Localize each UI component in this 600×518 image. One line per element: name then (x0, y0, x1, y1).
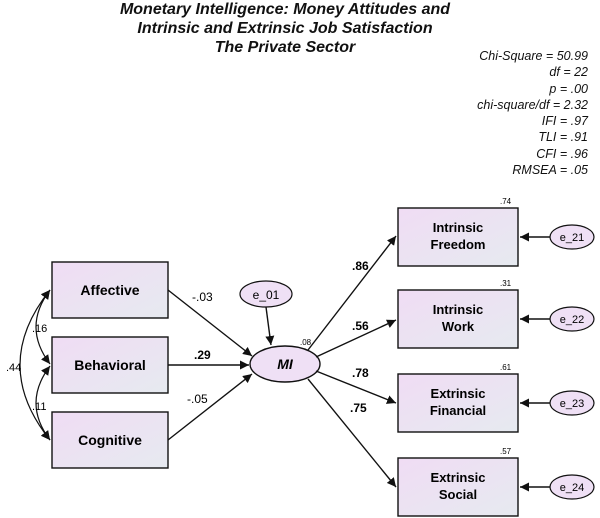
e22-label: e_22 (560, 314, 584, 326)
extrinsic-social-box (397, 457, 519, 517)
diagram-title-line-2: Intrinsic and Extrinsic Job Satisfaction (137, 20, 433, 37)
fit-stat-tli: TLI = .91 (538, 130, 588, 145)
e24-label: e_24 (560, 482, 584, 494)
fit-stat-chi-square: Chi-Square = 50.99 (479, 49, 588, 63)
path-affective-mi (167, 289, 253, 357)
intrinsic-work-label-2: Work (442, 319, 475, 334)
path-label-mi-extrinsic-financial: .78 (352, 366, 369, 380)
correlation-label-affective-cognitive: .44 (6, 362, 21, 374)
correlation-label-affective-behavioral: .16 (32, 323, 47, 335)
path-mi-intrinsic-freedom (307, 235, 397, 351)
path-label-mi-intrinsic-freedom: .86 (352, 259, 369, 273)
path-mi-extrinsic-social (307, 378, 397, 488)
intrinsic-work-r-squared: .31 (500, 279, 512, 288)
e21-label: e_21 (560, 232, 584, 244)
intrinsic-freedom-box (397, 207, 519, 267)
cognitive-label: Cognitive (78, 432, 142, 448)
correlation-label-behavioral-cognitive: .11 (32, 401, 46, 413)
intrinsic-freedom-label-2: Freedom (431, 237, 486, 252)
extrinsic-financial-label-1: Extrinsic (431, 386, 486, 401)
intrinsic-freedom-label-1: Intrinsic (433, 220, 484, 235)
path-label-cognitive-mi: -.05 (187, 392, 208, 406)
intrinsic-freedom-r-squared: .74 (500, 197, 512, 206)
path-label-mi-extrinsic-social: .75 (350, 401, 367, 415)
extrinsic-financial-box (397, 373, 519, 433)
path-label-behavioral-mi: .29 (194, 348, 211, 362)
fit-stat-chi-square-df: chi-square/df = 2.32 (477, 97, 588, 112)
diagram-title-line-1: Monetary Intelligence: Money Attitudes a… (119, 1, 451, 18)
extrinsic-social-label-2: Social (439, 487, 477, 502)
affective-label: Affective (80, 282, 139, 298)
fit-statistics: Chi-Square = 50.99 df = 22 p = .00 chi-s… (477, 48, 588, 178)
extrinsic-social-label-1: Extrinsic (431, 470, 486, 485)
behavioral-box (51, 336, 169, 394)
fit-stat-rmsea: RMSEA = .05 (512, 163, 588, 178)
path-mi-intrinsic-work (315, 319, 397, 358)
path-e01-mi (265, 306, 275, 346)
mi-label: MI (277, 356, 294, 372)
mi-r-squared: .08 (300, 338, 312, 347)
path-mi-extrinsic-financial (315, 370, 397, 404)
extrinsic-social-r-squared: .57 (500, 447, 512, 456)
fit-stat-ifi: IFI = .97 (541, 114, 588, 129)
e01-label: e_01 (253, 288, 280, 302)
path-label-mi-intrinsic-work: .56 (352, 319, 369, 333)
extrinsic-financial-r-squared: .61 (500, 363, 512, 372)
fit-stat-cfi: CFI = .96 (536, 146, 588, 161)
path-label-affective-mi: -.03 (192, 290, 213, 304)
intrinsic-work-box (397, 289, 519, 349)
fit-stat-df: df = 22 (549, 65, 588, 80)
path-cognitive-mi (167, 373, 253, 441)
fit-stat-p: p = .00 (549, 81, 588, 96)
behavioral-label: Behavioral (74, 357, 146, 373)
intrinsic-work-label-1: Intrinsic (433, 302, 484, 317)
extrinsic-financial-label-2: Financial (430, 403, 486, 418)
e23-label: e_23 (560, 398, 584, 410)
mi-ellipse (249, 345, 321, 383)
diagram-title-line-3: The Private Sector (214, 39, 356, 56)
correlation-affective-cognitive (19, 289, 51, 441)
